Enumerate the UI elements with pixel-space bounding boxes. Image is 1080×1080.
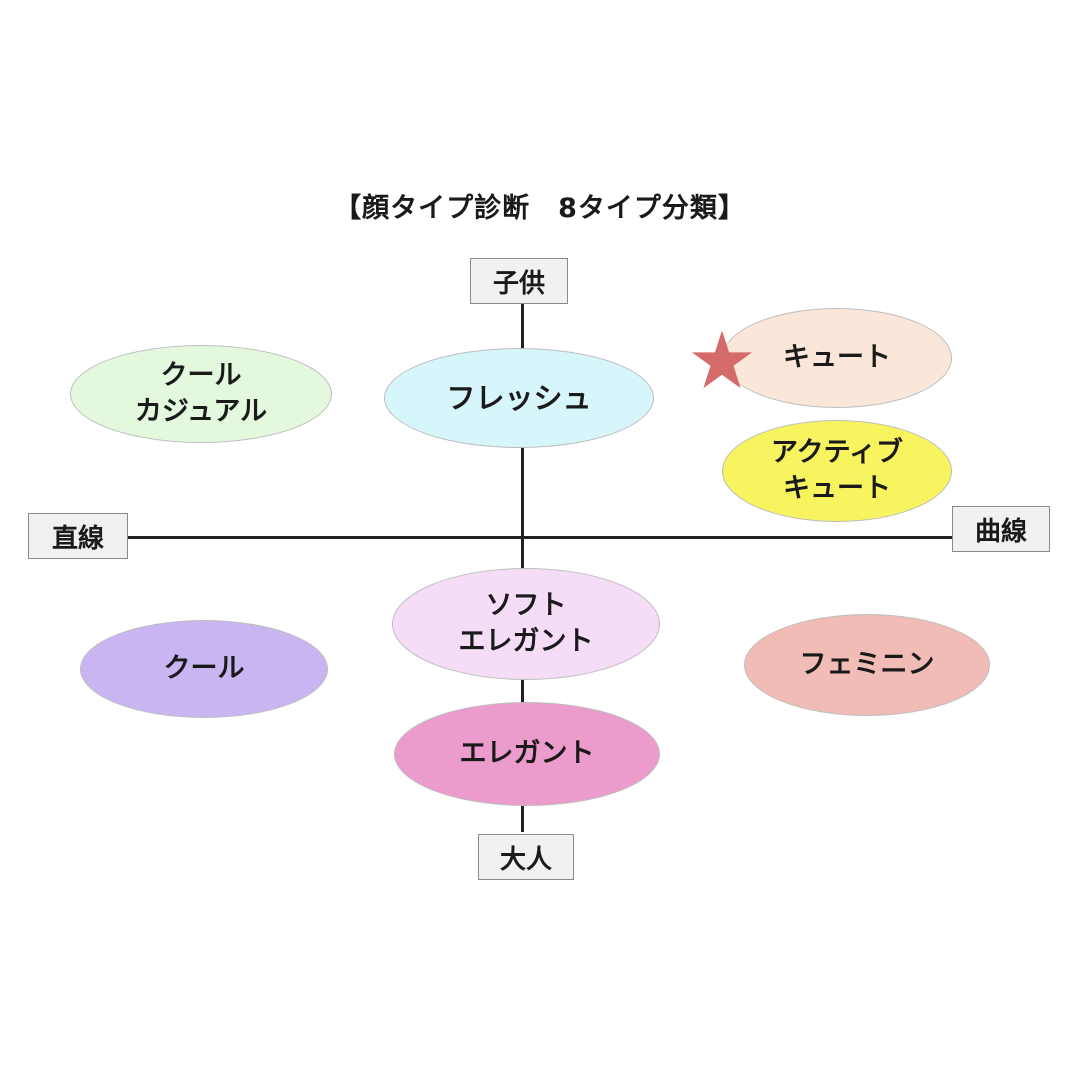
type-label: フレッシュ: [446, 381, 592, 415]
type-label: キュート: [783, 473, 891, 504]
type-fresh: フレッシュ: [384, 348, 654, 448]
type-label: アクティブ: [770, 437, 904, 468]
type-label: ソフト: [485, 590, 567, 621]
star-icon: [691, 330, 753, 389]
horizontal-axis-line: [126, 536, 956, 539]
type-label: エレガント: [459, 738, 595, 769]
type-soft-elegant: ソフト エレガント: [392, 568, 660, 680]
axis-label-top: 子供: [470, 258, 568, 304]
type-label: キュート: [783, 342, 891, 373]
type-feminine: フェミニン: [744, 614, 990, 716]
axis-label-left: 直線: [28, 513, 128, 559]
type-cool-casual: クール カジュアル: [70, 345, 332, 443]
type-label: エレガント: [458, 626, 594, 657]
type-active-cute: アクティブ キュート: [722, 420, 952, 522]
diagram-title: 【顔タイプ診断 8タイプ分類】: [334, 193, 746, 224]
axis-label-right: 曲線: [952, 506, 1050, 552]
type-cute: キュート: [722, 308, 952, 408]
type-label: カジュアル: [134, 396, 268, 427]
type-elegant: エレガント: [394, 702, 660, 806]
type-cool: クール: [80, 620, 328, 718]
type-label: フェミニン: [799, 649, 935, 680]
axis-label-bottom: 大人: [478, 834, 574, 880]
type-label: クール: [160, 360, 242, 391]
type-label: クール: [163, 653, 245, 684]
